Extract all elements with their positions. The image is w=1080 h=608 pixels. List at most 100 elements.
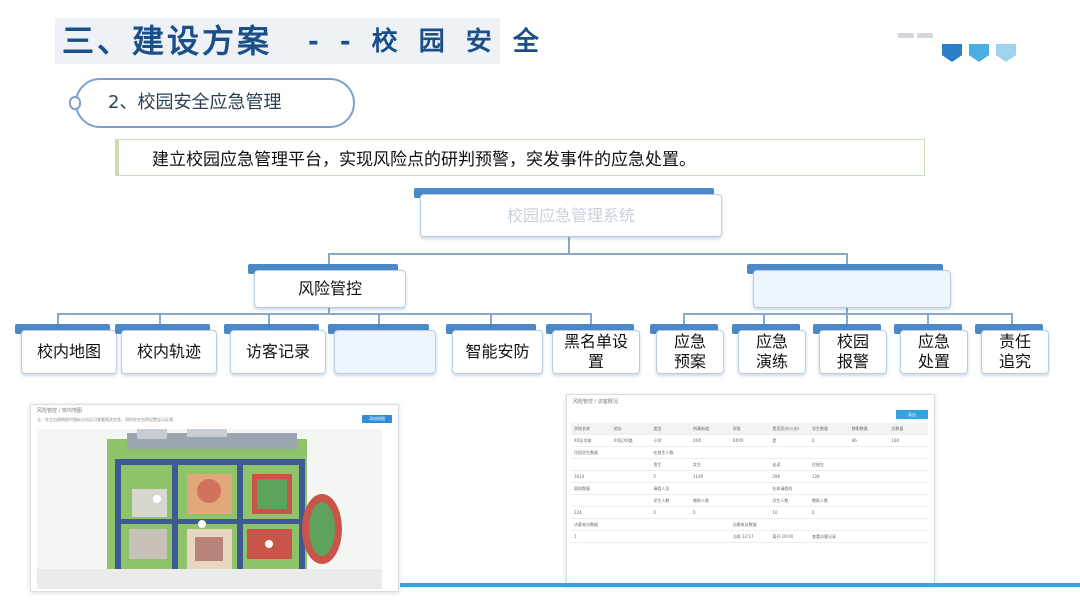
tree-leaf-label: 校园报警 (819, 330, 887, 374)
campus-map-screenshot: 风险管控 / 校内地图 注：在左右侧地图中图标点击后可查看相关信息，同时在在右侧… (30, 404, 399, 592)
table-cell: 学生人数 (772, 498, 789, 503)
table-cell: 46 (851, 438, 857, 443)
breadcrumb: 风险管控 / 校内地图 (37, 408, 82, 414)
table-cell: 学段 (732, 426, 741, 431)
table-cell: 1614 (574, 474, 585, 479)
table-cell: 学生人数 (653, 498, 670, 503)
table-cell (849, 531, 889, 542)
table-cell: 学生数量 (812, 426, 829, 431)
table-cell (611, 483, 651, 494)
table-cell: 离校数量 (574, 486, 590, 491)
tree-leaf-label: 应急预案 (656, 330, 724, 374)
connector-line (378, 313, 380, 327)
connector-line (590, 313, 592, 327)
table-row: 住宿学生数量 在校生人数 (571, 447, 928, 459)
table-cell: 男生 (653, 462, 662, 467)
table-cell (888, 471, 928, 482)
table-cell: 教职数量 (851, 426, 868, 431)
page-subtitle: - - 校 园 安 全 (308, 27, 545, 57)
table-cell: 1 (574, 534, 577, 539)
tree-leaf-label: 黑名单设置 (552, 330, 640, 374)
shield-icon (942, 44, 962, 62)
table-cell (769, 447, 809, 458)
connector-line (57, 313, 590, 315)
tree-root-label: 校园应急管理系统 (420, 194, 722, 237)
table-cell (888, 483, 928, 494)
table-cell: 访客来访数据 (732, 522, 757, 527)
decoration-bar (898, 33, 914, 38)
table-cell (690, 447, 730, 458)
connector-line (328, 253, 848, 255)
tree-leaf-label: 校内地图 (21, 330, 117, 374)
table-cell: 当前 12:17 (732, 534, 754, 539)
table-cell: 10 (772, 510, 778, 515)
tree-branch-label: 风险管控 (254, 270, 406, 308)
connector-line (927, 313, 929, 327)
table-cell (690, 519, 730, 530)
table-cell: 女生 (693, 462, 702, 467)
table-cell: 0 (812, 510, 815, 515)
table-cell (730, 495, 770, 506)
table-cell (611, 519, 651, 530)
table-cell: 224 (574, 510, 582, 515)
connector-line (846, 313, 848, 327)
table-cell (571, 459, 611, 470)
table-cell (849, 447, 889, 458)
connector-line (763, 313, 765, 327)
export-button[interactable]: 导出 (896, 410, 928, 419)
connector-line (846, 253, 848, 269)
map-hint-text: 注：在左右侧地图中图标点击后可查看相关信息，同时在在右侧设置显示区域 (37, 417, 173, 422)
table-cell: 离开 16:00 (772, 534, 794, 539)
shield-icon (969, 44, 989, 62)
connector-line (568, 236, 570, 254)
section-label: 2、校园安全应急管理 (108, 92, 282, 113)
intro-text: 建立校园应急管理平台，实现风险点的研判预警，突发事件的应急处置。 (152, 150, 696, 170)
campus-map-illustration (37, 429, 382, 589)
table-cell (809, 519, 849, 530)
table-cell: XXXX (732, 438, 744, 443)
table-cell (730, 483, 770, 494)
table-cell (888, 507, 928, 518)
table-row: 学校名称地址类型所属街道学段是否民办(公办)学生数量教职数量总数量 (571, 423, 928, 435)
table-row: 学生人数教职人数学生人数教职人数 (571, 495, 928, 507)
table-cell (849, 483, 889, 494)
intro-box (115, 139, 925, 176)
connector-line (1011, 313, 1013, 327)
table-cell (849, 471, 889, 482)
table-cell (611, 507, 651, 518)
table-cell: 是 (772, 438, 777, 443)
tree-leaf-label: 应急处置 (900, 330, 968, 374)
table-row: 访客来访数据访客来访数据 (571, 519, 928, 531)
footer-accent-line (400, 583, 1080, 587)
table-cell (769, 519, 809, 530)
decoration-bar (917, 33, 933, 38)
shield-icon (996, 44, 1016, 62)
table-cell: 0 (693, 510, 696, 515)
add-map-button[interactable]: 添加地图 (362, 415, 392, 423)
table-cell (571, 495, 611, 506)
table-cell: 住宿学生数量 (574, 450, 598, 455)
connector-line (490, 313, 492, 327)
table-cell: 296 (772, 474, 780, 479)
tree-leaf-label: 应急演练 (738, 330, 806, 374)
table-cell (809, 483, 849, 494)
table-cell: 在校生人数 (653, 450, 674, 455)
table-cell: XX区学校 (574, 438, 592, 443)
breadcrumb: 风险管控 / 访客概况 (573, 399, 618, 405)
campus-map[interactable] (37, 429, 382, 589)
section-pill (75, 78, 355, 128)
table-cell: 5 (653, 474, 656, 479)
tree-leaf-label: 智能安防 (452, 330, 543, 374)
table-cell (611, 471, 651, 482)
table-cell: 教职人数 (693, 498, 710, 503)
connector-line (57, 313, 59, 327)
table-cell (730, 507, 770, 518)
connector-line (328, 253, 330, 269)
table-cell (690, 483, 730, 494)
table-cell (611, 531, 651, 542)
tree-leaf-label: 责任追究 (981, 330, 1049, 374)
